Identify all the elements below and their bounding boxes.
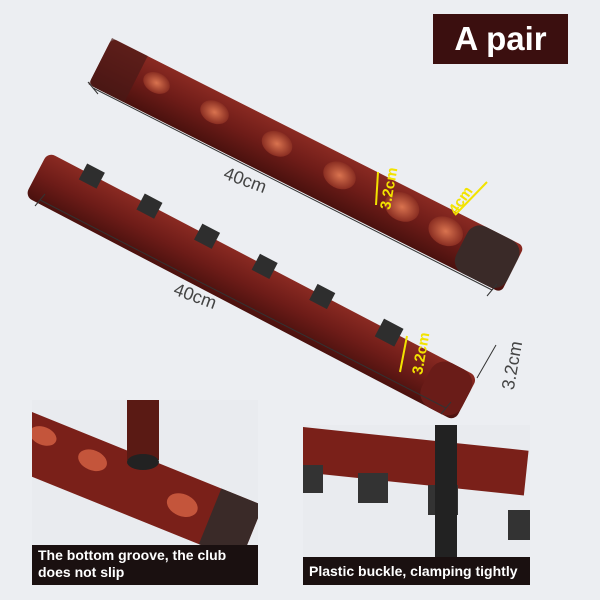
buckle-closeup xyxy=(303,425,530,560)
plastic-clips xyxy=(78,163,404,347)
inset-bottom-groove: The bottom groove, the club does not sli… xyxy=(32,400,258,585)
inset-plastic-buckle: Plastic buckle, clamping tightly xyxy=(303,425,530,585)
pair-badge: A pair xyxy=(433,14,568,64)
caption-bottom-groove: The bottom groove, the club does not sli… xyxy=(32,545,258,585)
top-rack-holes xyxy=(143,71,463,247)
caption-plastic-buckle: Plastic buckle, clamping tightly xyxy=(303,557,530,585)
bottom-rack xyxy=(27,154,476,419)
yellow-dimension-lines xyxy=(375,171,488,373)
dimension-lines xyxy=(34,81,498,415)
top-rack xyxy=(88,38,523,291)
groove-closeup xyxy=(32,400,258,562)
